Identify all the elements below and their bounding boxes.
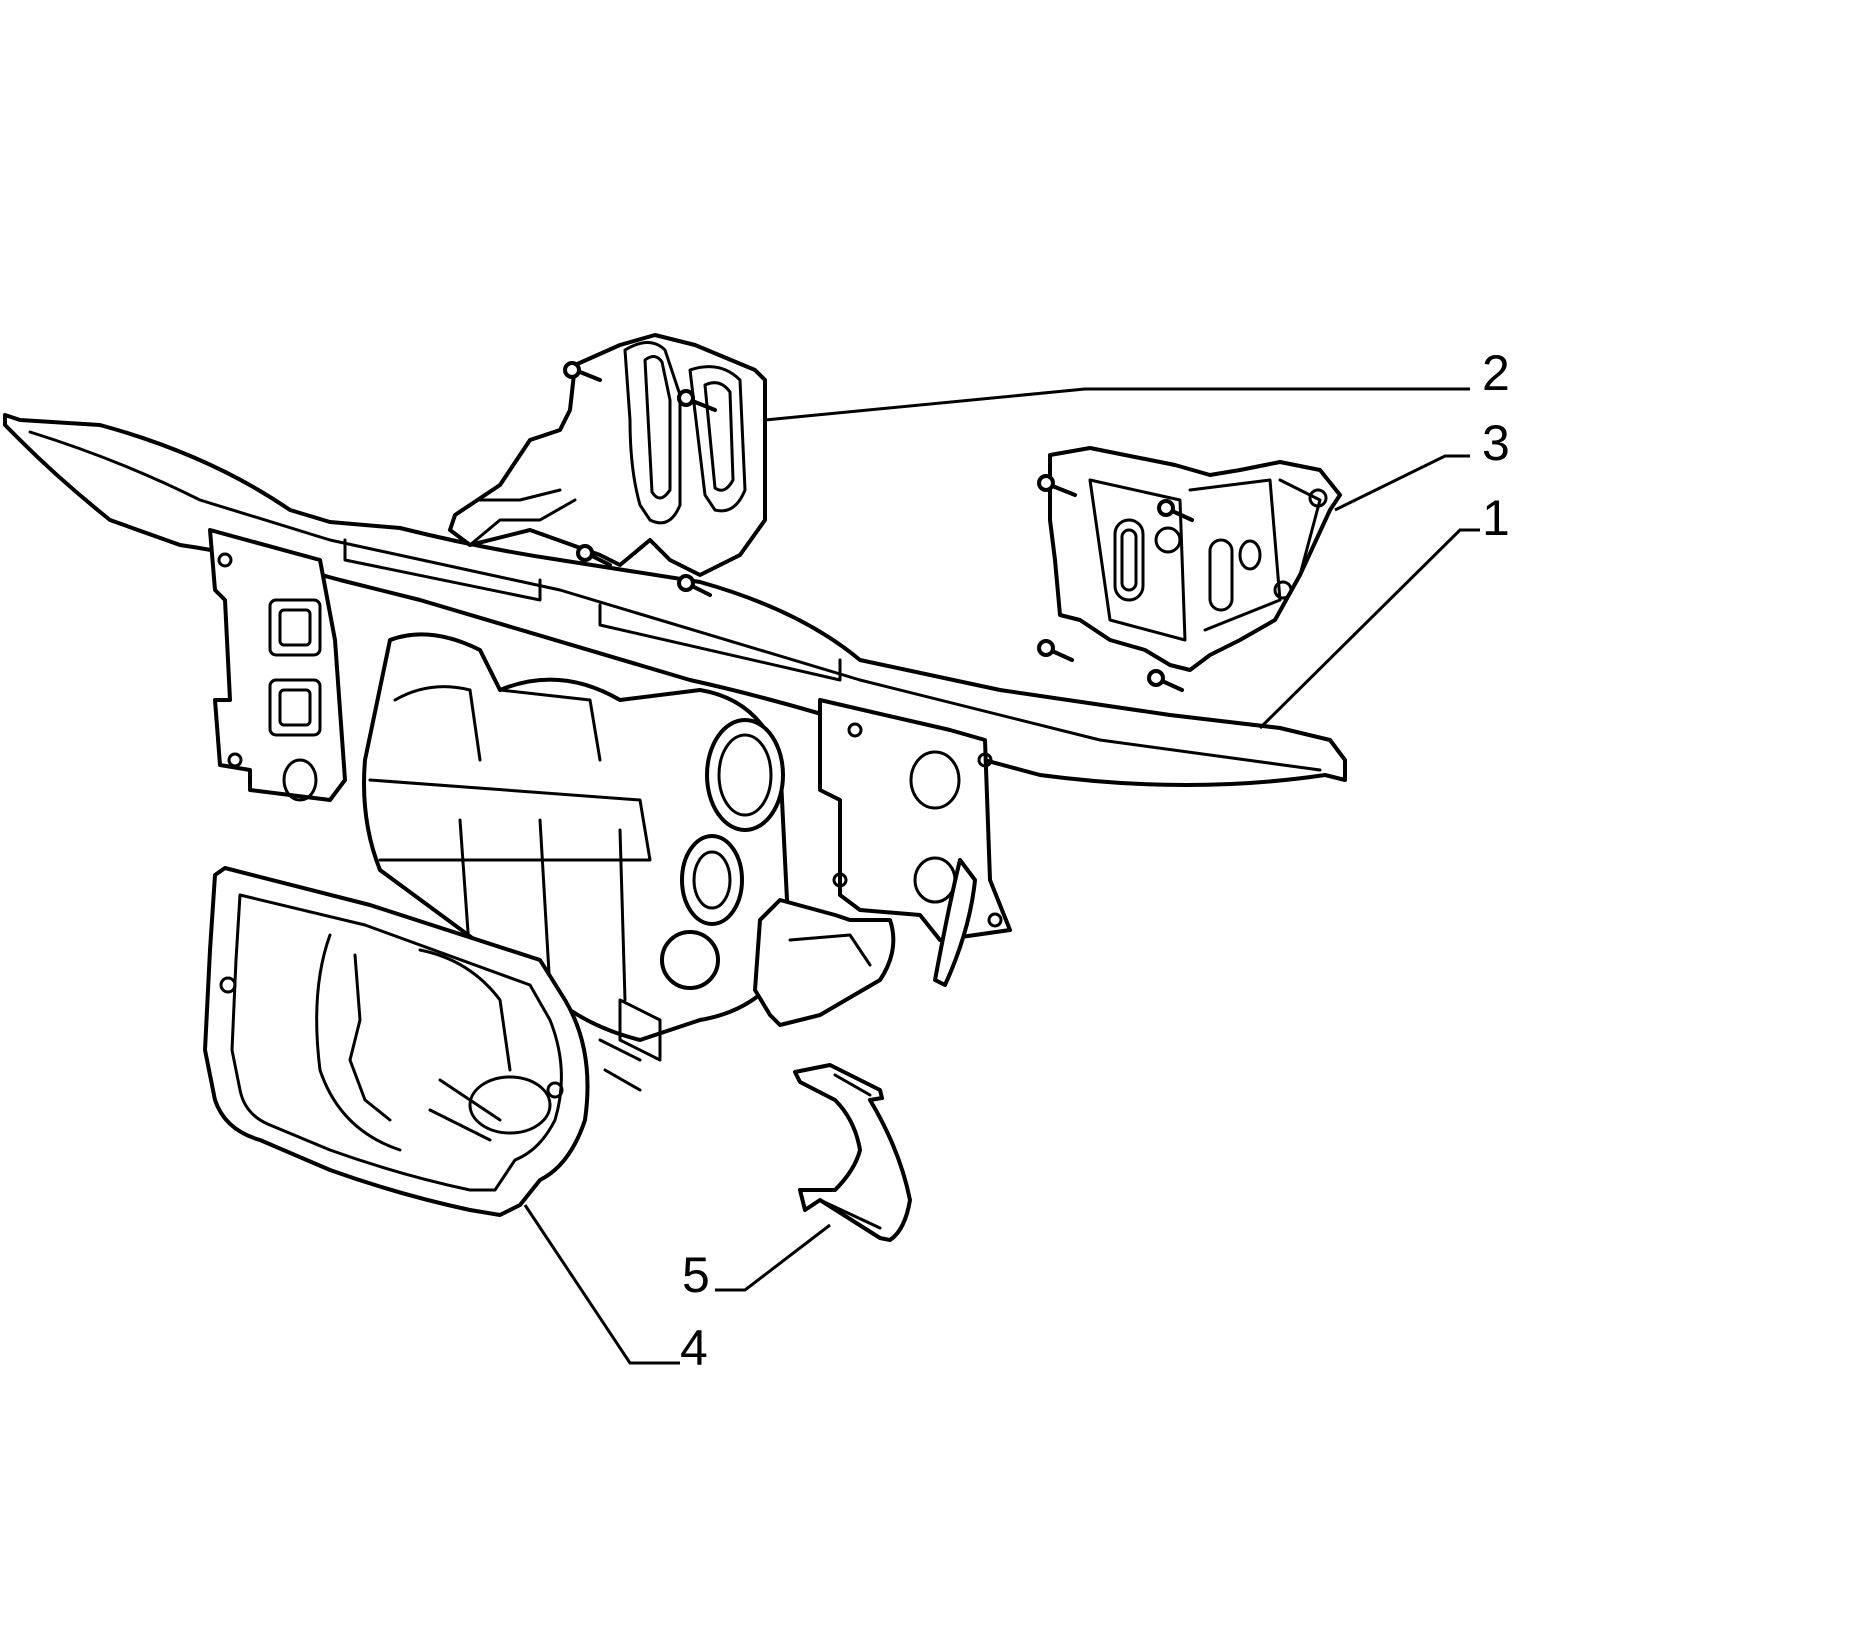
leader-1 [1258, 528, 1480, 730]
gasket-frame [203, 866, 590, 1217]
callout-2: 2 [1482, 345, 1510, 401]
leader-5 [715, 1223, 831, 1292]
callout-4: 4 [680, 1320, 708, 1376]
leader-3 [1334, 454, 1470, 512]
callout-labels: 1 2 3 4 5 [680, 345, 1510, 1376]
front-crossmember [3, 413, 1347, 1027]
stud-bolts [1037, 474, 1194, 692]
left-mounting-bracket [448, 333, 767, 597]
leader-4 [523, 1204, 680, 1365]
stud-bolts [563, 361, 717, 597]
callout-1: 1 [1482, 490, 1510, 546]
leader-lines [523, 387, 1480, 1365]
callout-5: 5 [682, 1247, 710, 1303]
right-mounting-bracket [1037, 446, 1342, 692]
leader-2 [764, 387, 1470, 422]
shield-clip [793, 1063, 912, 1242]
callout-3: 3 [1482, 415, 1510, 471]
heater-housing [362, 632, 792, 1092]
